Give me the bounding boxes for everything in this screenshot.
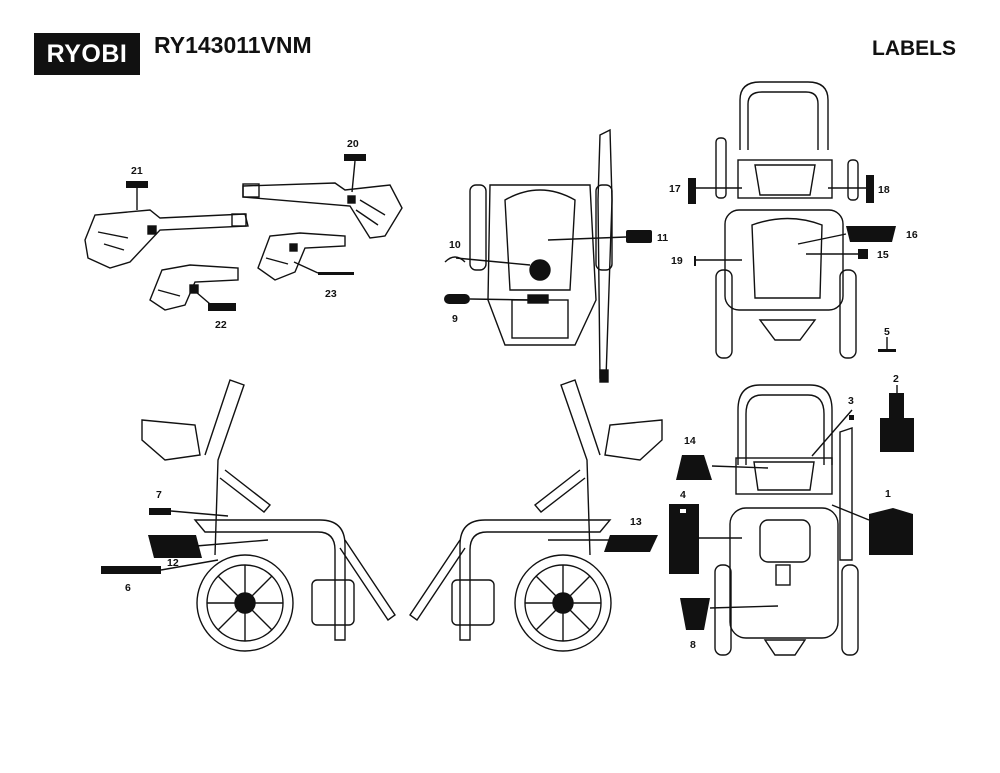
leader-8 [709, 605, 779, 609]
label-2-decal [880, 393, 914, 452]
leader-1 [831, 504, 870, 521]
label-22-decal [208, 303, 236, 311]
label-1-decal [869, 508, 913, 555]
label-18-decal [866, 175, 874, 203]
leader-14 [711, 465, 769, 469]
washer-rear-view [469, 128, 613, 383]
leader-22 [195, 291, 211, 305]
label-8-decal [680, 598, 710, 630]
leader-3 [811, 409, 853, 457]
leader-10 [455, 257, 531, 266]
callout-2: 2 [893, 373, 899, 385]
label-4-decal [669, 504, 699, 574]
label-11-decal [626, 230, 652, 243]
callout-19: 19 [671, 255, 683, 267]
leader-23 [293, 261, 319, 274]
callout-8: 8 [690, 639, 696, 651]
leader-7 [170, 510, 229, 517]
callout-18: 18 [878, 184, 890, 196]
callout-4: 4 [680, 489, 686, 501]
label-9-decal [444, 294, 470, 304]
label-14-decal [676, 455, 712, 480]
washer-front-view-lower [714, 384, 859, 656]
callout-22: 22 [215, 319, 227, 331]
callout-1: 1 [885, 488, 891, 500]
spray-gun-23 [257, 232, 346, 281]
callout-6: 6 [125, 582, 131, 594]
label-3-decal [849, 415, 854, 420]
label-6-decal [101, 566, 161, 574]
label-12-decal [148, 535, 202, 558]
spray-gun-21 [84, 209, 249, 269]
label-5-decal [878, 349, 896, 352]
leader-16 [797, 233, 847, 245]
section-title: LABELS [872, 37, 956, 60]
callout-15: 15 [877, 249, 889, 261]
label-23-decal [318, 272, 354, 275]
callout-13: 13 [630, 516, 642, 528]
label-19-decal [694, 256, 696, 266]
callout-14: 14 [684, 435, 696, 447]
washer-side-view-right [409, 379, 663, 652]
callout-17: 17 [669, 183, 681, 195]
label-15-decal [858, 249, 868, 259]
label-4-decal-mark [680, 509, 686, 513]
ryobi-logo: RYOBI [34, 33, 140, 75]
spray-gun-22 [149, 264, 239, 311]
label-16-decal [846, 226, 896, 242]
callout-12: 12 [167, 557, 179, 569]
leader-11 [547, 236, 627, 241]
callout-3: 3 [848, 395, 854, 407]
label-20-decal [344, 154, 366, 161]
label-21-decal [126, 181, 148, 188]
model-number: RY143011VNM [154, 32, 312, 58]
label-13-decal [604, 535, 658, 552]
spray-gun-20 [242, 182, 403, 239]
label-7-decal [149, 508, 171, 515]
callout-7: 7 [156, 489, 162, 501]
leader-6 [160, 559, 219, 571]
label-17-decal [688, 178, 696, 204]
washer-front-view-upper [715, 81, 859, 359]
washer-side-view-left [141, 379, 396, 652]
leader-20 [351, 160, 356, 193]
callout-21: 21 [131, 165, 143, 177]
callout-5: 5 [884, 326, 890, 338]
callout-11: 11 [657, 232, 668, 244]
leader-9 [469, 298, 533, 301]
callout-23: 23 [325, 288, 337, 300]
callout-10: 10 [449, 239, 461, 251]
callout-9: 9 [452, 313, 458, 325]
callout-20: 20 [347, 138, 359, 150]
brand-text: RYOBI [46, 39, 128, 68]
label-10-arc [444, 256, 466, 263]
leader-12 [195, 539, 269, 547]
callout-16: 16 [906, 229, 918, 241]
